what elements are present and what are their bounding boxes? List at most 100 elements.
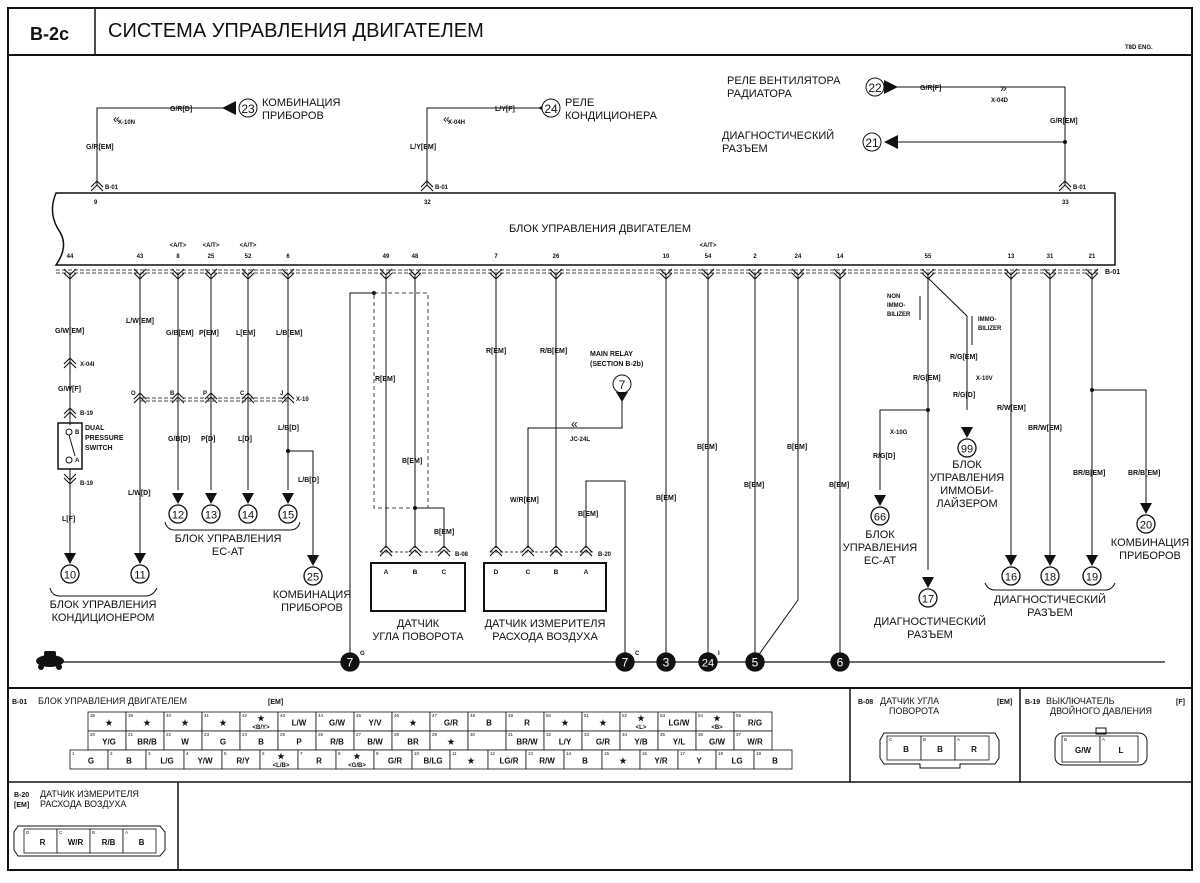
variant-tag: <A/T> [203,243,220,249]
connector-tag: [EM] [268,699,283,706]
cavity-number: 51 [584,713,590,718]
cavity-wire-color: ★ [143,719,151,728]
cavity-number: 39 [128,713,134,718]
destination-node-13[interactable] [201,504,221,524]
wire-label: G/W[EM] [55,328,84,335]
wire-55: NON IMMO- BILIZER IMMO- BILIZER R/G[EM] … [873,275,1002,570]
cavity-wire-color: W [181,738,189,747]
cavity-wire-color: G/R [444,719,458,728]
node-label: 7 [622,656,629,670]
cavity-variant: <L/B> [273,763,290,769]
cavity-wire-color: ★ [467,757,475,766]
pin-label: C [240,391,245,397]
cavity-wire-color: B [582,757,588,766]
ecu-pin-number: 26 [553,254,560,260]
junction-label: X-04D [991,98,1009,104]
variant-tag: <A/T> [170,243,187,249]
junction-label: X-10G [890,430,908,436]
destination-node-19[interactable] [1082,566,1102,586]
connector-housing [1054,732,1148,766]
wire-label: P[EM] [199,330,219,337]
cavity-wire-color: G/W [709,738,725,747]
node-23[interactable] [238,98,258,118]
ground-node-3[interactable] [656,652,676,672]
destination-node-12[interactable] [168,504,188,524]
wire-label: R/G[D] [873,453,895,460]
ground-node-7[interactable] [615,652,635,672]
cavity-wire-color: ★ [181,719,189,728]
node-21[interactable] [862,132,882,152]
ground-node-24[interactable] [698,652,718,672]
cavity-number: 2 [110,751,113,756]
arrow-icon [64,553,76,564]
cavity-wire-color: BR/W [516,738,538,747]
destination-node-15[interactable] [278,504,298,524]
destination-node-20[interactable] [1136,514,1156,534]
cavity-wire-color: LG/R [499,757,518,766]
group-label: КОНДИЦИОНЕРОМ [52,612,155,624]
cavity-number: 30 [470,732,476,737]
node-label: 5 [752,656,759,670]
sensor-label: УГЛА ПОВОРОТА [372,631,464,643]
arrow-icon [961,427,973,438]
ecu-pin-number: 24 [795,254,802,260]
ecu-pin-number: 2 [753,254,757,260]
dest-label: EC-AT [864,555,896,567]
cavity-number: 7 [300,751,303,756]
arrow-icon [922,577,934,588]
wire-label: L/B[D] [278,425,299,432]
destination-node-16[interactable] [1001,566,1021,586]
cavity-number: B [1064,737,1067,742]
wire-label: G/W[F] [58,386,81,393]
cavity-wire-color: R [316,757,322,766]
connector-chevron-icon: » [1000,81,1007,95]
cavity-wire-color: G [88,757,94,766]
cavity-wire-color: ★ [257,714,265,723]
destination-node-18[interactable] [1040,566,1060,586]
destination-node-14[interactable] [238,504,258,524]
node-label: 13 [205,510,217,522]
cavity-number: 38 [90,713,96,718]
ground-node-7[interactable] [340,652,360,672]
cavity-number: 43 [280,713,286,718]
cavity-number: 54 [698,713,704,718]
dest-label: КОМБИНАЦИЯ [262,97,340,109]
arrow-icon [1140,503,1152,514]
destination-node-66[interactable] [870,506,890,526]
wire-label: L/B[D] [298,477,319,484]
cavity-number: 27 [356,732,362,737]
cavity-number: 16 [642,751,648,756]
connector-label: B-01 [1073,185,1087,191]
cavity-wire-color: ★ [599,719,607,728]
dest-label: ПРИБОРОВ [281,602,343,614]
node-22[interactable] [865,77,885,97]
destination-node-10[interactable] [60,564,80,584]
cavity-wire-color: B [139,838,145,847]
connector-chevron-icon: « [571,417,578,431]
connector-tag: [F] [1176,699,1185,706]
ground-node-6[interactable] [830,652,850,672]
connector-name: ДАТЧИК УГЛА [880,696,939,706]
wire-label: B[EM] [656,495,676,502]
destination-node-99[interactable] [957,438,977,458]
cavity-wire-color: B [772,757,778,766]
engine-tag: T8D ENG. [1125,45,1153,51]
destination-node-25[interactable] [303,566,323,586]
cavity-wire-color: Y/W [197,757,213,766]
node-24[interactable] [541,98,561,118]
ecu-pin-number: 13 [1008,254,1015,260]
junction-label: X-10V [976,376,993,382]
connector-name: ПОВОРОТА [889,706,939,716]
cavity-number: D [26,830,30,835]
wire-label: B[EM] [578,511,598,518]
destination-node-17[interactable] [918,588,938,608]
dest-label: БЛОК [952,459,982,471]
ground-node-5[interactable] [745,652,765,672]
node-label: 25 [307,572,319,584]
arrow-icon [1086,555,1098,566]
node-label: 7 [619,378,626,392]
destination-node-11[interactable] [130,564,150,584]
